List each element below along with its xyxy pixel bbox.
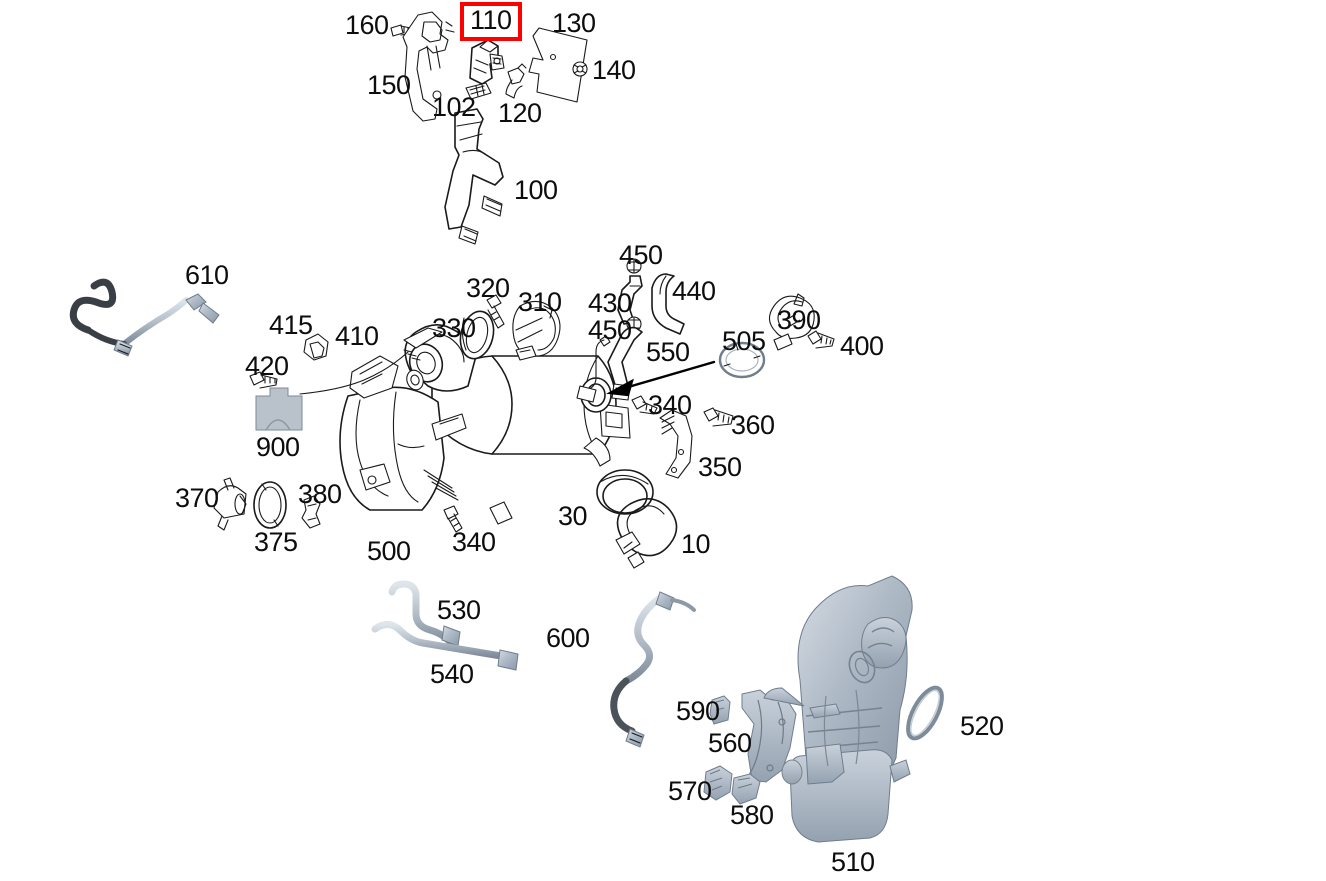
callout-415[interactable]: 415 [269,310,313,340]
callout-400[interactable]: 400 [840,331,884,361]
part-510-catalytic-converter [763,575,913,843]
part-350-support-bracket [659,409,693,479]
callout-450a[interactable]: 450 [619,240,663,270]
callout-10[interactable]: 10 [681,529,711,559]
callout-160[interactable]: 160 [345,10,389,40]
callout-500[interactable]: 500 [367,536,411,566]
callout-330[interactable]: 330 [432,313,476,343]
part-610-temperature-sensor [69,278,220,357]
part-10-clamp-ring [615,498,678,569]
callout-350[interactable]: 350 [698,452,742,482]
callout-100[interactable]: 100 [514,175,558,205]
callout-130[interactable]: 130 [552,8,596,38]
callout-340b[interactable]: 340 [452,527,496,557]
callout-410[interactable]: 410 [335,321,379,351]
callout-900[interactable]: 900 [256,432,300,462]
callout-505[interactable]: 505 [722,326,766,356]
callout-450b[interactable]: 450 [588,315,632,345]
callout-110[interactable]: 110 [460,2,522,41]
callout-140[interactable]: 140 [592,55,636,85]
callout-530[interactable]: 530 [437,595,481,625]
part-140-nut [572,61,588,77]
callout-520[interactable]: 520 [960,711,1004,741]
part-160-screw [390,24,416,37]
callout-120[interactable]: 120 [498,98,542,128]
callout-360[interactable]: 360 [731,410,775,440]
part-370-connector-fitting [213,477,247,531]
callout-560[interactable]: 560 [708,728,752,758]
callout-570[interactable]: 570 [668,776,712,806]
callout-590[interactable]: 590 [676,696,720,726]
part-375-gasket-ring [253,481,287,529]
callout-610[interactable]: 610 [185,260,229,290]
part-520-o-ring [906,685,944,741]
callout-150[interactable]: 150 [367,70,411,100]
callout-340a[interactable]: 340 [648,390,692,420]
callout-580[interactable]: 580 [730,800,774,830]
callout-320[interactable]: 320 [466,273,510,303]
callout-440[interactable]: 440 [672,276,716,306]
callout-380[interactable]: 380 [298,479,342,509]
callout-370[interactable]: 370 [175,483,219,513]
callout-540[interactable]: 540 [430,659,474,689]
part-500-dpf-housing [299,324,631,525]
callout-30[interactable]: 30 [558,501,588,531]
callout-510[interactable]: 510 [831,847,875,877]
callout-600[interactable]: 600 [546,623,590,653]
callout-390[interactable]: 390 [777,305,821,335]
callout-420[interactable]: 420 [245,351,289,381]
part-120-bracket [505,63,527,99]
part-130-heat-shield [528,27,588,103]
part-30-sealing-ring [596,469,654,515]
callout-550[interactable]: 550 [646,337,690,367]
callout-375[interactable]: 375 [254,527,298,557]
part-pressure-line-left [576,335,611,403]
callout-430[interactable]: 430 [588,288,632,318]
callout-310[interactable]: 310 [518,287,562,317]
callout-102[interactable]: 102 [432,92,476,122]
part-360-bolt [703,407,734,427]
part-100-coolant-hose [444,108,504,245]
part-900-insulation-block [255,387,303,431]
part-110-pressure-sensor [469,39,505,85]
